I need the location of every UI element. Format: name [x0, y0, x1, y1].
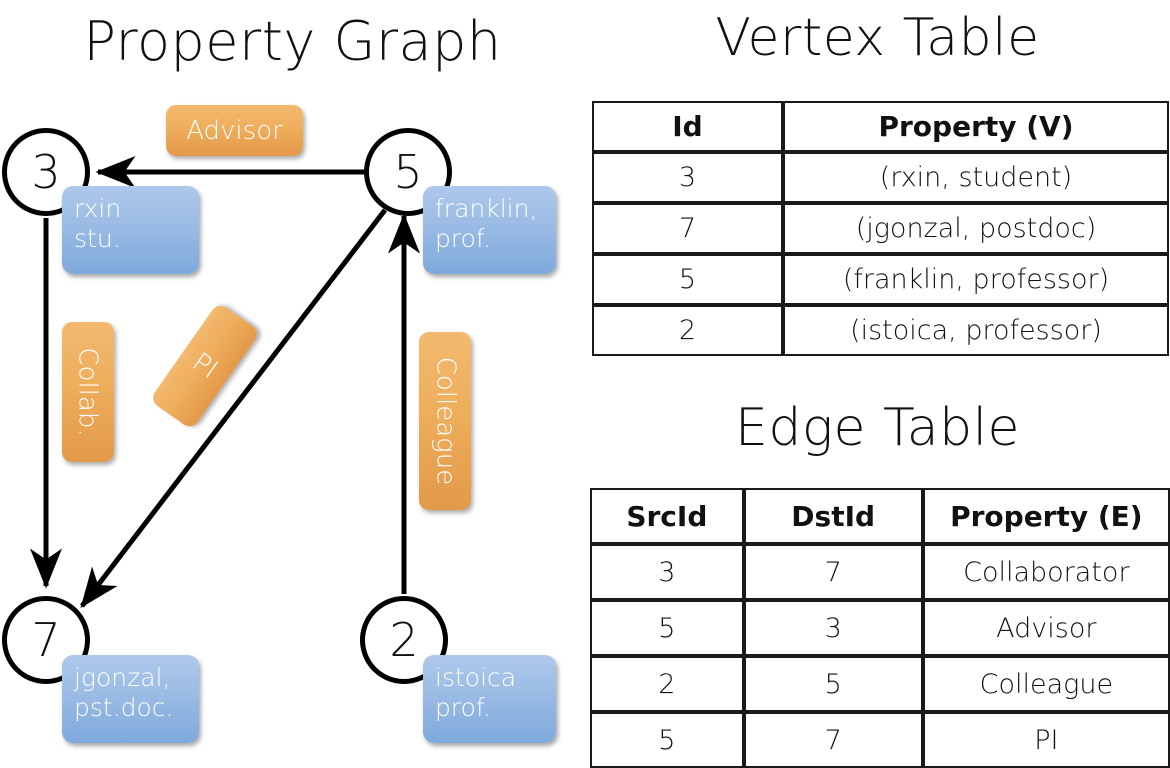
page-title-vertex-table: Vertex Table: [715, 8, 1040, 68]
vertex-cell-id: 5: [592, 254, 783, 305]
edge-cell-property: Advisor: [922, 600, 1170, 656]
table-row[interactable]: 5 3 Advisor: [590, 600, 1170, 656]
vertex-cell-property: (istoica, professor): [783, 305, 1169, 356]
node-property-line2: stu.: [74, 223, 121, 253]
node-property-line1: jgonzal,: [74, 663, 171, 692]
table-header-row: SrcId DstId Property (E): [590, 488, 1170, 544]
table-row[interactable]: 3 7 Collaborator: [590, 544, 1170, 600]
node-property-box-7[interactable]: jgonzal, pst.doc.: [62, 655, 199, 743]
page-title-property-graph: Property Graph: [83, 10, 502, 73]
table-row[interactable]: 3 (rxin, student): [592, 152, 1169, 203]
table-row[interactable]: 2 5 Colleague: [590, 656, 1170, 712]
vertex-cell-property: (rxin, student): [783, 152, 1169, 203]
node-property-line2: pst.doc.: [74, 692, 174, 722]
edge-label-text: Colleague: [430, 356, 461, 486]
edge-cell-property: Collaborator: [922, 544, 1170, 600]
edge-cell-dstid: 7: [743, 544, 923, 600]
table-row[interactable]: 5 (franklin, professor): [592, 254, 1169, 305]
page-title-edge-table: Edge Table: [734, 398, 1021, 458]
vertex-cell-property: (jgonzal, postdoc): [783, 203, 1169, 254]
edge-header-srcid: SrcId: [590, 488, 744, 544]
table-row[interactable]: 5 7 PI: [590, 712, 1170, 768]
node-circle-2[interactable]: 2: [360, 596, 448, 684]
graph-edges-svg: [30, 156, 420, 608]
node-property-line1: istoica: [435, 663, 517, 692]
edge-label-text: Advisor: [186, 115, 283, 146]
edge-cell-srcid: 2: [590, 656, 744, 712]
table-row[interactable]: 2 (istoica, professor): [592, 305, 1169, 356]
edge-cell-srcid: 3: [590, 544, 744, 600]
node-property-line1: franklin,: [435, 194, 538, 223]
edge-header-property: Property (E): [922, 488, 1170, 544]
vertex-table: Id Property (V) 3 (rxin, student) 7 (jgo…: [592, 101, 1169, 356]
vertex-cell-id: 2: [592, 305, 783, 356]
vertex-cell-id: 3: [592, 152, 783, 203]
edge-5-to-7: [80, 208, 387, 608]
edge-label-text: Collab.: [73, 347, 103, 437]
edge-cell-dstid: 5: [743, 656, 923, 712]
vertex-header-id: Id: [592, 101, 783, 152]
edge-cell-dstid: 3: [743, 600, 923, 656]
vertex-header-property: Property (V): [783, 101, 1169, 152]
edge-header-dstid: DstId: [743, 488, 923, 544]
node-property-line1: rxin: [74, 194, 122, 223]
edge-cell-srcid: 5: [590, 712, 744, 768]
edge-label-text: PI: [186, 347, 224, 385]
edge-cell-property: Colleague: [922, 656, 1170, 712]
node-property-box-5[interactable]: franklin, prof.: [423, 186, 556, 274]
edge-label-colleague[interactable]: Colleague: [419, 332, 471, 510]
edge-cell-dstid: 7: [743, 712, 923, 768]
edge-label-collab[interactable]: Collab.: [62, 322, 114, 462]
node-property-box-2[interactable]: istoica prof.: [423, 655, 556, 743]
node-property-line2: prof.: [435, 692, 491, 722]
table-header-row: Id Property (V): [592, 101, 1169, 152]
vertex-cell-property: (franklin, professor): [783, 254, 1169, 305]
property-graph-panel: Property Graph 3 5 7 2 rxin stu. frankli…: [0, 0, 585, 760]
node-property-box-3[interactable]: rxin stu.: [62, 186, 199, 274]
node-property-line2: prof.: [435, 223, 491, 253]
edge-cell-srcid: 5: [590, 600, 744, 656]
table-row[interactable]: 7 (jgonzal, postdoc): [592, 203, 1169, 254]
edge-label-advisor[interactable]: Advisor: [166, 105, 303, 156]
vertex-cell-id: 7: [592, 203, 783, 254]
edge-table: SrcId DstId Property (E) 3 7 Collaborato…: [590, 488, 1170, 768]
